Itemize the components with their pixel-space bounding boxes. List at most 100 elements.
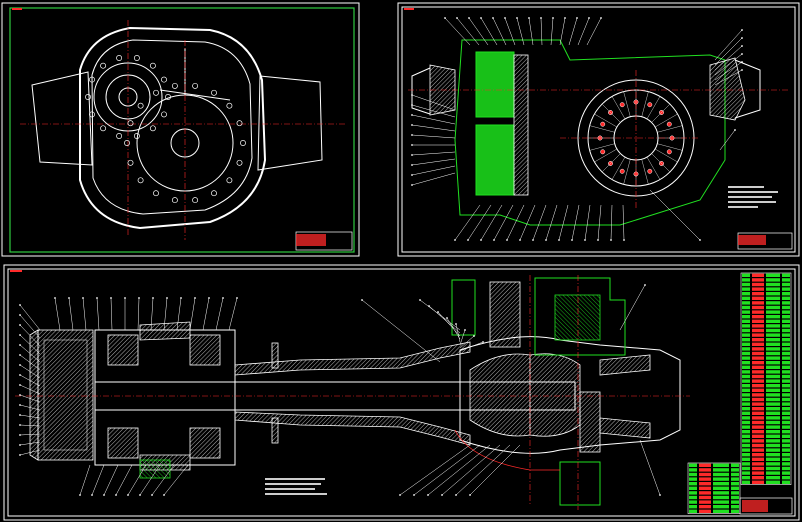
leader-line <box>411 172 456 186</box>
leader-line <box>411 94 456 111</box>
leader-line <box>411 158 456 166</box>
parts-list-cell <box>742 287 750 291</box>
parts-list-cell <box>742 466 750 471</box>
leader-line <box>419 299 461 331</box>
parts-list-cell <box>752 278 764 282</box>
leader-dot <box>493 239 495 241</box>
parts-list-cell <box>766 471 780 475</box>
bolt-hole <box>127 120 134 127</box>
parts-list-cell <box>782 379 790 383</box>
leader-dot <box>699 239 701 241</box>
parts-list-cell <box>713 486 729 490</box>
leader-dot <box>236 297 238 299</box>
parts-list-cell <box>782 393 790 397</box>
bolt-hole <box>236 120 243 127</box>
parts-list-cell <box>752 282 764 287</box>
gear-tooth-line <box>601 153 621 173</box>
parts-list-cell <box>782 292 790 296</box>
leader-dot <box>506 239 508 241</box>
title-block-2-fill <box>738 235 766 245</box>
parts-list-cell <box>713 463 729 467</box>
sheet-2-tag <box>404 8 414 10</box>
lower-bearing-cap <box>559 461 601 506</box>
bolt-hole <box>192 82 199 89</box>
leader-line <box>459 341 484 352</box>
leader-line <box>82 297 87 331</box>
parts-list-cell <box>782 411 790 415</box>
leader-dot <box>19 324 21 326</box>
parts-list-cell <box>766 296 780 300</box>
leader-dot <box>427 494 429 496</box>
parts-list-cell <box>782 443 790 448</box>
parts-list-cell <box>782 384 790 388</box>
pinion-housing-right <box>534 277 626 356</box>
parts-list-cell <box>699 491 711 495</box>
parts-list-cell <box>782 328 790 333</box>
leader-line <box>444 17 471 46</box>
parts-list-cell <box>766 315 780 319</box>
parts-list-cell <box>742 443 750 448</box>
parts-list-cell <box>766 420 780 425</box>
parts-list-cell <box>782 462 790 466</box>
leader-line <box>110 297 113 331</box>
parts-list-cell <box>731 505 739 509</box>
parts-list-cell <box>689 509 697 513</box>
parts-list-cell <box>752 453 764 457</box>
parts-list-cell <box>782 361 790 365</box>
parts-list-cell <box>782 305 790 310</box>
parts-list-cell <box>782 471 790 475</box>
leader-line <box>550 17 554 46</box>
leader-line <box>427 444 491 496</box>
knuckle-cap-top <box>139 321 191 341</box>
parts-list-cell <box>752 462 764 466</box>
parts-list-cell <box>782 420 790 425</box>
parts-list-cell <box>752 388 764 392</box>
bolt-hole <box>666 121 672 127</box>
parts-list-cell <box>742 301 750 305</box>
parts-list-cell <box>742 430 750 434</box>
leader-dot <box>741 29 743 31</box>
parts-list-cell <box>782 434 790 438</box>
leader-line <box>399 444 471 496</box>
parts-list-cell <box>782 439 790 443</box>
parts-list-cell <box>766 356 780 360</box>
axle-tube-top <box>234 341 471 376</box>
leader-line <box>619 284 646 331</box>
parts-list-cell <box>689 505 697 509</box>
leader-line <box>19 334 41 355</box>
leader-dot <box>532 239 534 241</box>
leader-line <box>19 354 41 371</box>
parts-list-cell <box>782 324 790 328</box>
leader-dot <box>492 17 494 19</box>
leader-dot <box>467 239 469 241</box>
housing-inner <box>91 39 253 215</box>
technical-notes-2 <box>728 186 778 208</box>
parts-list-cell <box>689 477 697 481</box>
parts-list-cell <box>752 305 764 310</box>
leader-line <box>103 464 119 496</box>
leader-dot <box>151 494 153 496</box>
tie-bar <box>159 89 231 101</box>
leader-line <box>54 297 61 331</box>
bolt-hole <box>89 76 95 83</box>
parts-list-cell <box>731 482 739 486</box>
parts-list-cell <box>752 370 764 374</box>
parts-list-cell <box>699 495 711 500</box>
parts-list-cell <box>766 301 780 305</box>
leader-dot <box>564 17 566 19</box>
leader-dot <box>166 297 168 299</box>
bolt-hole <box>100 62 107 69</box>
parts-list-cell <box>782 310 790 314</box>
leader-line <box>516 17 525 46</box>
leader-line <box>19 433 41 436</box>
bolt-hole <box>137 102 144 109</box>
parts-list-cell <box>699 509 711 513</box>
parts-list-cell <box>752 480 764 484</box>
leader-dot <box>444 17 446 19</box>
parts-list-cell <box>742 420 750 425</box>
leader-dot <box>545 239 547 241</box>
bolt-hole <box>89 111 95 118</box>
leader-dot <box>411 94 413 96</box>
parts-list-cell <box>742 370 750 374</box>
leader-dot <box>482 341 484 343</box>
